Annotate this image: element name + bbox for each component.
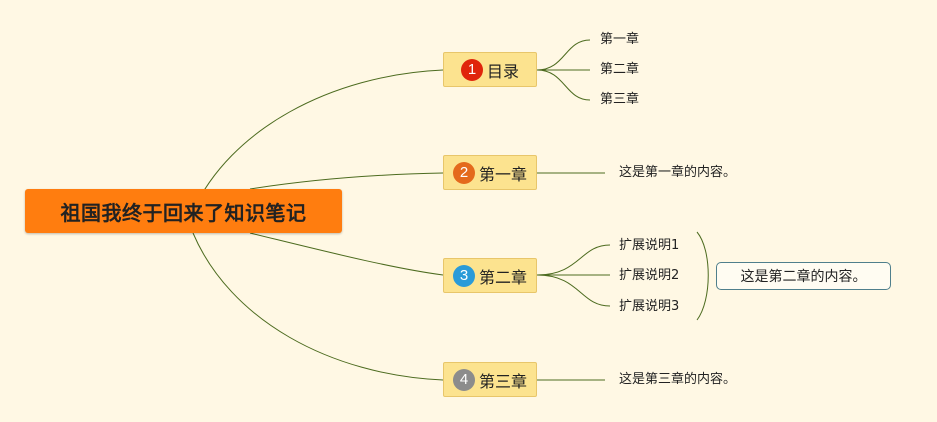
topic-1-child-1[interactable]: 第一章 (600, 32, 640, 47)
topic-2-number-badge: 2 (452, 161, 475, 184)
connector-central-topic-2 (249, 172, 444, 190)
topic-3-label: 第二章 (478, 267, 527, 287)
topic-1[interactable]: 1 目录 (443, 52, 537, 87)
central-topic[interactable]: 祖国我终于回来了知识笔记 (25, 189, 342, 233)
topic-3-child-2[interactable]: 扩展说明2 (619, 268, 680, 283)
connector-topic-1-child-1 (536, 39, 591, 71)
connector-central-topic-4 (192, 232, 444, 381)
central-topic-label: 祖国我终于回来了知识笔记 (60, 200, 307, 225)
topic-1-number-badge: 1 (460, 58, 483, 81)
topic-1-child-2[interactable]: 第二章 (600, 62, 640, 77)
topic-3-summary-label: 这是第二章的内容。 (740, 269, 867, 285)
topic-4-child-1[interactable]: 这是第三章的内容。 (619, 372, 737, 387)
topic-3-child-1[interactable]: 扩展说明1 (619, 238, 680, 253)
topic-4-label: 第三章 (478, 371, 527, 391)
topic-3-summary[interactable]: 这是第二章的内容。 (716, 262, 891, 290)
summary-bracket (696, 231, 709, 321)
connector-central-topic-1 (192, 69, 444, 212)
connector-central-topic-3 (249, 232, 444, 276)
topic-3[interactable]: 3 第二章 (443, 258, 537, 293)
topic-4[interactable]: 4 第三章 (443, 362, 537, 397)
topic-1-child-3[interactable]: 第三章 (600, 92, 640, 107)
topic-3-number-badge: 3 (452, 264, 475, 287)
topic-4-number-badge: 4 (452, 368, 475, 391)
connector-topic-1-child-3 (536, 69, 591, 101)
topic-1-label: 目录 (486, 61, 519, 81)
topic-2[interactable]: 2 第一章 (443, 155, 537, 190)
connector-topic-3-child-1 (536, 244, 611, 276)
topic-3-child-3[interactable]: 扩展说明3 (619, 299, 680, 314)
connector-topic-3-child-3 (536, 274, 611, 307)
topic-2-label: 第一章 (478, 164, 527, 184)
topic-2-child-1[interactable]: 这是第一章的内容。 (619, 165, 737, 180)
